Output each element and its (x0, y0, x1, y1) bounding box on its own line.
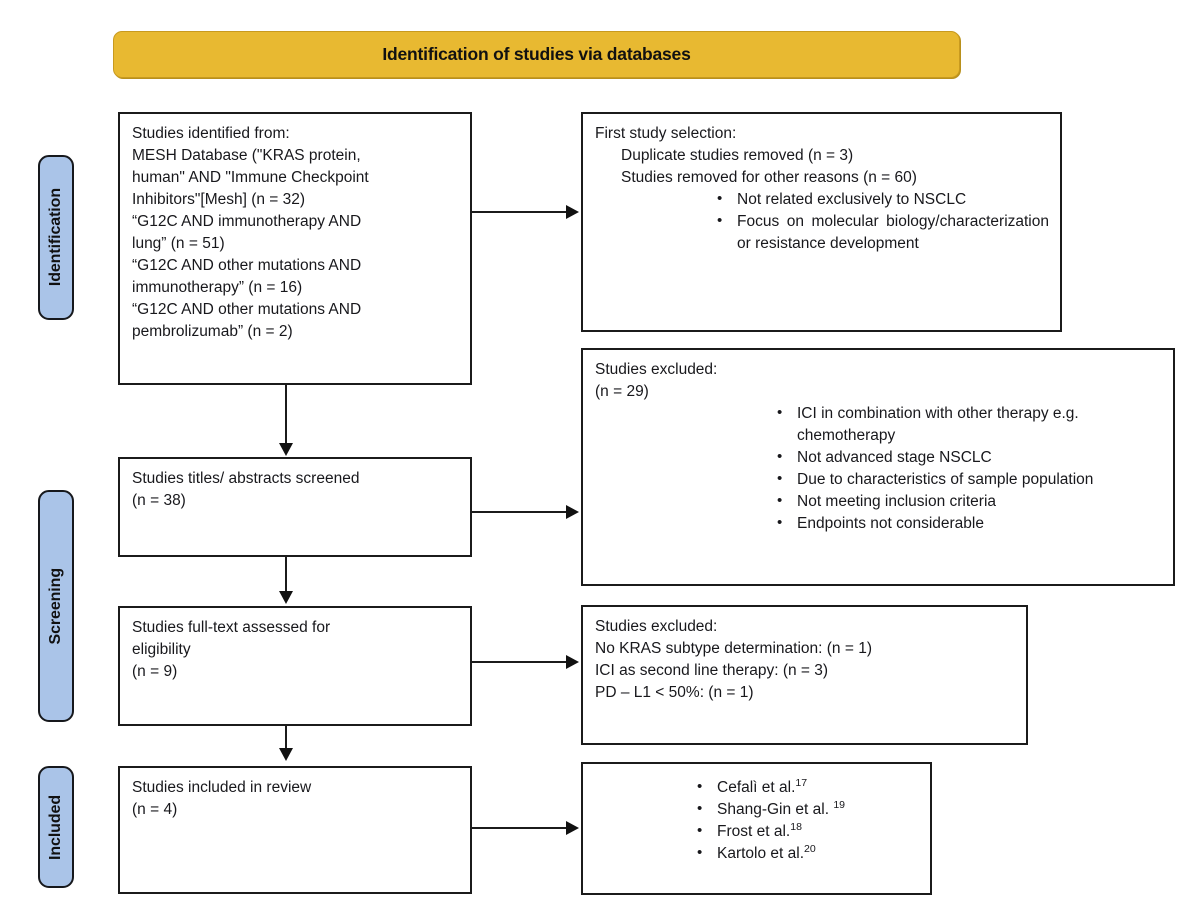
list-item: Not related exclusively to NSCLC (715, 188, 1049, 211)
excluded-eligibility-line-4: PD – L1 < 50%: (n = 1) (595, 684, 754, 701)
list-item: Not meeting inclusion criteria (775, 490, 1162, 513)
stage-screening-text: Screening (47, 567, 64, 645)
excluded-eligibility-line-1: Studies excluded: (595, 618, 718, 635)
included-study-1-name: Cefalì et al. (717, 779, 796, 796)
stage-label-included: Included (38, 766, 74, 888)
arrow-titles-to-excluded (566, 505, 579, 519)
connector-titles-to-excluded (472, 511, 568, 513)
arrow-fulltext-to-included (279, 748, 293, 761)
arrow-included-to-studies (566, 821, 579, 835)
identified-line-6: lung” (n = 51) (132, 235, 225, 252)
identified-line-5: “G12C AND immunotherapy AND (132, 213, 362, 230)
titles-screened-line-2: (n = 38) (132, 492, 186, 509)
included-review-line-2: (n = 4) (132, 801, 178, 818)
first-selection-bullet-2: Focus on molecular biology/characterizat… (737, 213, 1049, 252)
identified-line-7: “G12C AND other mutations AND (132, 257, 362, 274)
arrow-identified-to-first-selection (566, 205, 579, 219)
connector-fulltext-to-included (285, 726, 287, 750)
identified-line-3: human" AND "Immune Checkpoint (132, 169, 369, 186)
included-study-3-name: Frost et al. (717, 823, 791, 840)
included-review-line-1: Studies included in review (132, 779, 312, 796)
list-item: Not advanced stage NSCLC (775, 446, 1162, 469)
identified-line-2: MESH Database ("KRAS protein, (132, 147, 361, 164)
list-item: Due to characteristics of sample populat… (775, 468, 1162, 491)
box-first-study-selection: First study selection: Duplicate studies… (581, 112, 1062, 332)
stage-label-screening: Screening (38, 490, 74, 722)
first-selection-sub-2: Studies removed for other reasons (n = 6… (621, 169, 917, 186)
first-selection-bullet-1: Not related exclusively to NSCLC (737, 191, 967, 208)
list-item: Cefalì et al.17 (695, 776, 919, 799)
arrow-titles-to-fulltext (279, 591, 293, 604)
excluded-eligibility-line-2: No KRAS subtype determination: (n = 1) (595, 640, 872, 657)
titles-screened-line-1: Studies titles/ abstracts screened (132, 470, 360, 487)
excluded-screening-bullet-list: ICI in combination with other therapy e.… (775, 402, 1162, 535)
included-study-2-ref: 19 (833, 798, 846, 811)
excluded-screening-bullet-4: Not meeting inclusion criteria (797, 493, 997, 510)
included-study-4-ref: 20 (804, 842, 816, 855)
fulltext-line-3: (n = 9) (132, 663, 178, 680)
banner-title: Identification of studies via databases (382, 44, 691, 64)
stage-included-text: Included (47, 794, 64, 860)
identified-line-9: “G12C AND other mutations AND (132, 301, 362, 318)
arrow-fulltext-to-excluded (566, 655, 579, 669)
excluded-screening-line-2: (n = 29) (595, 383, 649, 400)
identified-line-10: pembrolizumab” (n = 2) (132, 323, 293, 340)
connector-included-to-studies (472, 827, 568, 829)
arrow-identified-to-titles (279, 443, 293, 456)
box-studies-identified: Studies identified from: MESH Database (… (118, 112, 472, 385)
box-included-review: Studies included in review (n = 4) (118, 766, 472, 894)
first-selection-bullet-list: Not related exclusively to NSCLC Focus o… (715, 188, 1049, 255)
excluded-eligibility-line-3: ICI as second line therapy: (n = 3) (595, 662, 829, 679)
excluded-screening-bullet-1: ICI in combination with other therapy e.… (797, 405, 1079, 444)
list-item: Shang-Gin et al. 19 (695, 798, 919, 821)
included-study-2-name: Shang-Gin et al. (717, 801, 834, 818)
list-item: Frost et al.18 (695, 820, 919, 843)
included-studies-bullet-list: Cefalì et al.17 Shang-Gin et al. 19 Fros… (695, 776, 919, 865)
excluded-screening-line-1: Studies excluded: (595, 361, 718, 378)
connector-titles-to-fulltext (285, 557, 287, 593)
stage-identification-text: Identification (47, 188, 64, 287)
included-study-1-ref: 17 (795, 776, 808, 789)
first-selection-heading: First study selection: (595, 125, 737, 142)
diagram-header-banner: Identification of studies via databases (113, 31, 960, 78)
first-selection-sub-1: Duplicate studies removed (n = 3) (621, 147, 854, 164)
included-study-4-name: Kartolo et al. (717, 845, 805, 862)
list-item: ICI in combination with other therapy e.… (775, 402, 1162, 447)
fulltext-line-1: Studies full-text assessed for (132, 619, 331, 636)
included-study-3-ref: 18 (790, 820, 802, 833)
connector-identified-to-titles (285, 385, 287, 445)
excluded-screening-bullet-3: Due to characteristics of sample populat… (797, 471, 1094, 488)
box-excluded-eligibility: Studies excluded: No KRAS subtype determ… (581, 605, 1028, 745)
list-item: Kartolo et al.20 (695, 842, 919, 865)
box-titles-screened: Studies titles/ abstracts screened (n = … (118, 457, 472, 557)
list-item: Endpoints not considerable (775, 512, 1162, 535)
stage-label-identification: Identification (38, 155, 74, 320)
identified-line-1: Studies identified from: (132, 125, 290, 142)
identified-line-4: Inhibitors"[Mesh] (n = 32) (132, 191, 306, 208)
box-fulltext-assessed: Studies full-text assessed for eligibili… (118, 606, 472, 726)
excluded-screening-bullet-2: Not advanced stage NSCLC (797, 449, 992, 466)
excluded-screening-bullet-5: Endpoints not considerable (797, 515, 984, 532)
fulltext-line-2: eligibility (132, 641, 191, 658)
list-item: Focus on molecular biology/characterizat… (715, 210, 1049, 255)
box-included-studies-list: Cefalì et al.17 Shang-Gin et al. 19 Fros… (581, 762, 932, 895)
connector-fulltext-to-excluded (472, 661, 568, 663)
identified-line-8: immunotherapy” (n = 16) (132, 279, 303, 296)
box-excluded-screening: Studies excluded: (n = 29) ICI in combin… (581, 348, 1175, 586)
connector-identified-to-first-selection (472, 211, 568, 213)
